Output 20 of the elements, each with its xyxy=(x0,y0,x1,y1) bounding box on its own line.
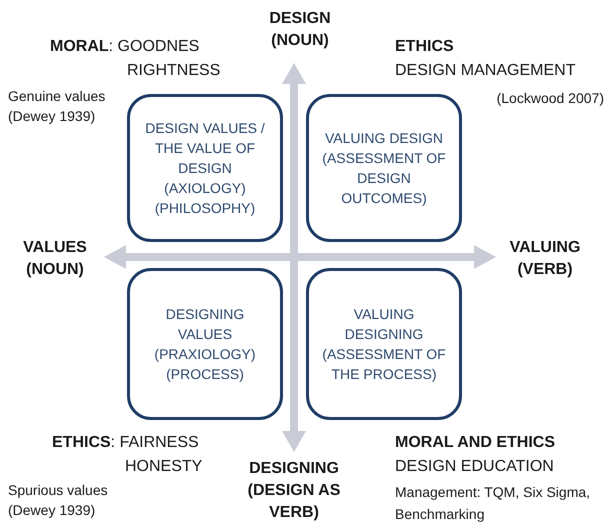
quadrant-box: DESIGN VALUES / THE VALUE OF DESIGN (AXIOLOGY) (PHILOSOPHY) xyxy=(127,94,283,242)
quadrant-box: DESIGNING VALUES (PRAXIOLOGY) (PROCESS) xyxy=(127,268,283,420)
axis-label: HONESTY xyxy=(125,457,204,477)
axis-label: DESIGN (NOUN) xyxy=(268,9,332,51)
axis-label: DESIGN EDUCATION xyxy=(395,457,555,477)
axis-label: (Lockwood 2007) xyxy=(496,89,604,108)
axis-label: RIGHTNESS xyxy=(127,61,222,81)
axis-label: VALUES (NOUN) xyxy=(22,238,88,280)
axis-label: DESIGN MANAGEMENT xyxy=(395,61,576,81)
axis-label: Genuine values (Dewey 1939) xyxy=(8,87,106,126)
axis-label: Spurious values (Dewey 1939) xyxy=(8,481,109,520)
quadrant-box: VALUING DESIGN (ASSESSMENT OF DESIGN OUTCOMES) xyxy=(306,94,462,242)
axis-label: MORAL AND ETHICS xyxy=(395,433,556,453)
axis-label: ETHICS: FAIRNESS xyxy=(52,433,200,453)
axis-label: DESIGNING (DESIGN AS VERB) xyxy=(246,459,342,523)
axis-label: Management: TQM, Six Sigma, Benchmarking xyxy=(395,483,592,524)
axis-label: MORAL: GOODNES xyxy=(50,37,200,57)
quadrant-box: VALUING DESIGNING (ASSESSMENT OF THE PROCESS) xyxy=(306,268,462,420)
axis-label: ETHICS xyxy=(395,37,455,57)
axis-label: VALUING (VERB) xyxy=(508,238,582,280)
